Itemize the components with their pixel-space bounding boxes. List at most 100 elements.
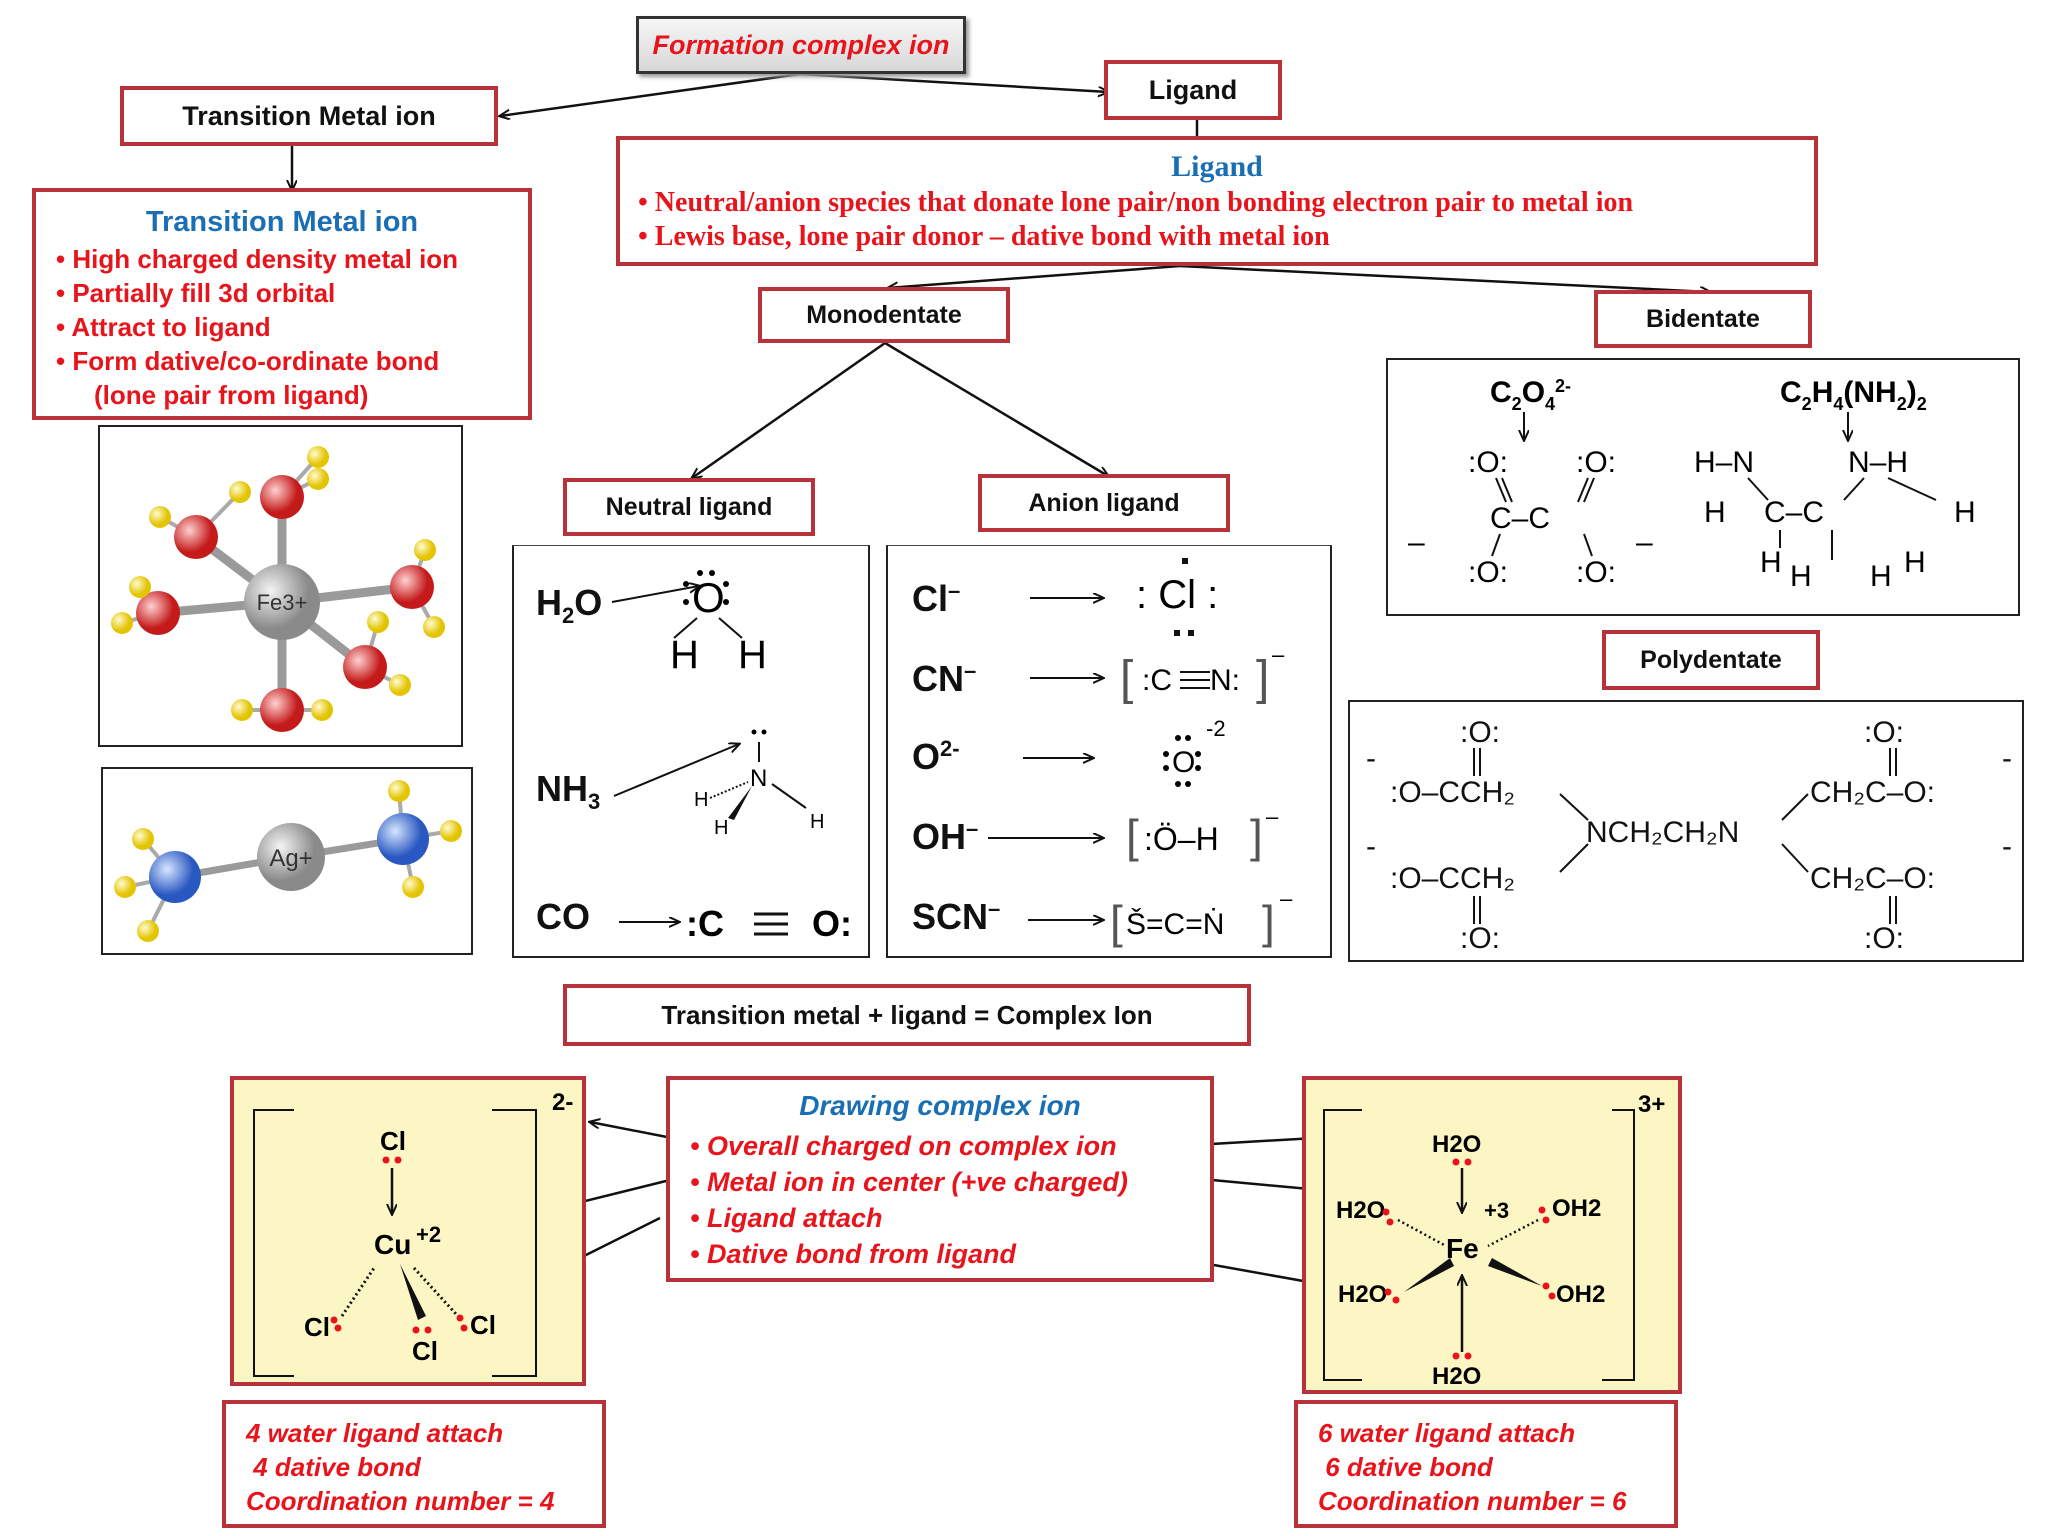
svg-text::O:: :O: bbox=[1864, 922, 1904, 955]
title-box: Formation complex ion bbox=[636, 16, 966, 74]
neutral-co: CO bbox=[536, 896, 590, 937]
svg-text:-: - bbox=[2002, 830, 2012, 863]
svg-text:N: N bbox=[750, 765, 767, 792]
ligand-info-box: Ligand • Neutral/anion species that dona… bbox=[616, 136, 1818, 266]
equation-label: Transition metal + ligand = Complex Ion bbox=[661, 999, 1153, 1030]
cu-complex-panel: 2- Cl Cu +2 Cl Cl Cl bbox=[230, 1076, 586, 1386]
transition-metal-heading: Transition Metal ion bbox=[145, 206, 419, 238]
svg-text:Cl: Cl bbox=[304, 1312, 330, 1342]
svg-text:H–N: H–N bbox=[1694, 446, 1754, 479]
svg-text::O:: :O: bbox=[1468, 556, 1508, 589]
fe-model-svg: Fe3+ bbox=[111, 446, 445, 732]
fe-note-box: 6 water ligand attach 6 dative bond Coor… bbox=[1294, 1400, 1678, 1528]
svg-text::O:: :O: bbox=[1468, 446, 1508, 479]
svg-text:H: H bbox=[1904, 546, 1926, 579]
cu-metal: Cu bbox=[374, 1229, 411, 1260]
fe-complex-panel: 3+ H2O H2O +3 OH2 Fe H2O OH2 H2O bbox=[1302, 1076, 1682, 1394]
cu-complex-svg: 2- Cl Cu +2 Cl Cl Cl bbox=[253, 1089, 573, 1377]
svg-text:H: H bbox=[1760, 546, 1782, 579]
anion-structures-svg: : Cl : [ :C N: ] – O -2 [ :Ö–H ] – [ Š=C… bbox=[988, 558, 1293, 948]
anion-ligand-box: Anion ligand bbox=[978, 474, 1230, 532]
fe-metal: Fe bbox=[1446, 1233, 1479, 1264]
fe-hexaaqua-model: Fe3+ bbox=[98, 425, 463, 747]
svg-text:H: H bbox=[1954, 496, 1976, 529]
anion-scn: SCN– bbox=[912, 896, 1001, 937]
svg-text::O:: :O: bbox=[1576, 446, 1616, 479]
ligand-label-box: Ligand bbox=[1104, 60, 1282, 120]
tm-point-3: • Attract to ligand bbox=[56, 312, 271, 342]
svg-text:[: [ bbox=[1126, 810, 1139, 862]
arrow-to-cu-charge bbox=[590, 1122, 673, 1140]
svg-text:H: H bbox=[670, 633, 699, 677]
svg-text::C: :C bbox=[1142, 664, 1172, 697]
ag-model-svg: Ag+ bbox=[114, 780, 462, 942]
cu-note-2: 4 dative bond bbox=[246, 1452, 421, 1482]
bidentate-box: Bidentate bbox=[1594, 290, 1812, 348]
transition-metal-info-box: Transition Metal ion • High charged dens… bbox=[32, 188, 532, 420]
svg-text::O:: :O: bbox=[1864, 716, 1904, 749]
bidentate-svg: C2O42- C2H4(NH2)2 :O::O: C–C :O::O: –– H… bbox=[1408, 376, 1976, 593]
neutral-ligand-box: Neutral ligand bbox=[563, 478, 815, 536]
fe-lig-ul: H2O bbox=[1336, 1197, 1385, 1224]
transition-metal-label-box: Transition Metal ion bbox=[120, 86, 498, 146]
cu-charge: 2- bbox=[552, 1089, 573, 1116]
drawing-point-1: • Overall charged on complex ion bbox=[690, 1131, 1117, 1161]
svg-text:-2: -2 bbox=[1206, 716, 1226, 741]
svg-text:C–C: C–C bbox=[1764, 496, 1824, 529]
svg-text:H: H bbox=[738, 633, 767, 677]
svg-text::O–CCH₂: :O–CCH₂ bbox=[1390, 862, 1515, 895]
svg-text:O: O bbox=[1172, 746, 1195, 779]
polydentate-label: Polydentate bbox=[1640, 645, 1782, 674]
ligand-point-2: • Lewis base, lone pair donor – dative b… bbox=[638, 221, 1330, 252]
svg-text:H: H bbox=[810, 811, 824, 833]
ligand-point-1: • Neutral/anion species that donate lone… bbox=[638, 187, 1634, 218]
arrow-title-to-ligand bbox=[799, 72, 1108, 92]
svg-text:[: [ bbox=[1110, 896, 1123, 948]
ligand-heading: Ligand bbox=[1171, 150, 1263, 183]
transition-metal-label: Transition Metal ion bbox=[182, 100, 436, 131]
fe-charge: 3+ bbox=[1638, 1091, 1665, 1118]
fe-lig-ur: OH2 bbox=[1552, 1195, 1601, 1222]
drawing-point-4: • Dative bond from ligand bbox=[690, 1239, 1016, 1269]
svg-text:–: – bbox=[1272, 642, 1285, 667]
svg-text:-: - bbox=[1366, 830, 1376, 863]
svg-text:Cl: Cl bbox=[470, 1310, 496, 1340]
fe-note-3: Coordination number = 6 bbox=[1318, 1486, 1627, 1516]
svg-text:–: – bbox=[1408, 526, 1425, 559]
fe-ox: +3 bbox=[1484, 1198, 1509, 1223]
ag-diammine-model: Ag+ bbox=[101, 767, 473, 955]
svg-text:CH₂C–O:: CH₂C–O: bbox=[1810, 776, 1935, 809]
ligand-label: Ligand bbox=[1148, 74, 1238, 105]
neutral-ligand-label: Neutral ligand bbox=[605, 492, 773, 521]
arrow-mono-to-neutral bbox=[692, 341, 886, 478]
svg-text:-: - bbox=[1366, 742, 1376, 775]
svg-text::C: :C bbox=[686, 903, 724, 944]
svg-text:H: H bbox=[1870, 560, 1892, 593]
fe-complex-svg: 3+ H2O H2O +3 OH2 Fe H2O OH2 H2O bbox=[1323, 1091, 1665, 1390]
svg-text::O:: :O: bbox=[1460, 716, 1500, 749]
svg-text:CH₂C–O:: CH₂C–O: bbox=[1810, 862, 1935, 895]
anion-ligand-panel: Cl– CN– O2- OH– SCN– : Cl : [ :C N: ] – … bbox=[886, 545, 1332, 958]
fe-model-label: Fe3+ bbox=[257, 590, 308, 615]
page-title: Formation complex ion bbox=[652, 29, 950, 60]
tm-point-5: (lone pair from ligand) bbox=[94, 380, 369, 410]
fe-lig-bottom: H2O bbox=[1432, 1363, 1481, 1390]
polydentate-box: Polydentate bbox=[1602, 630, 1820, 690]
svg-text:]: ] bbox=[1256, 652, 1269, 705]
svg-text:C–C: C–C bbox=[1490, 502, 1550, 535]
svg-text:H: H bbox=[694, 789, 708, 811]
svg-text:–: – bbox=[1636, 526, 1653, 559]
fe-note-1: 6 water ligand attach bbox=[1318, 1418, 1576, 1448]
arrow-mono-to-anion bbox=[884, 341, 1108, 476]
fe-note-2: 6 dative bond bbox=[1318, 1452, 1493, 1482]
svg-text::Ö–H: :Ö–H bbox=[1144, 821, 1219, 857]
neutral-h2o: H2O bbox=[536, 582, 603, 629]
drawing-info-box: Drawing complex ion • Overall charged on… bbox=[666, 1076, 1214, 1282]
anion-cl: Cl– bbox=[912, 578, 961, 619]
svg-text::O:: :O: bbox=[1460, 922, 1500, 955]
arrow-ligand-to-mono bbox=[888, 264, 1181, 288]
oxalate-formula: C2O42- bbox=[1490, 376, 1571, 414]
svg-text:H: H bbox=[1790, 560, 1812, 593]
